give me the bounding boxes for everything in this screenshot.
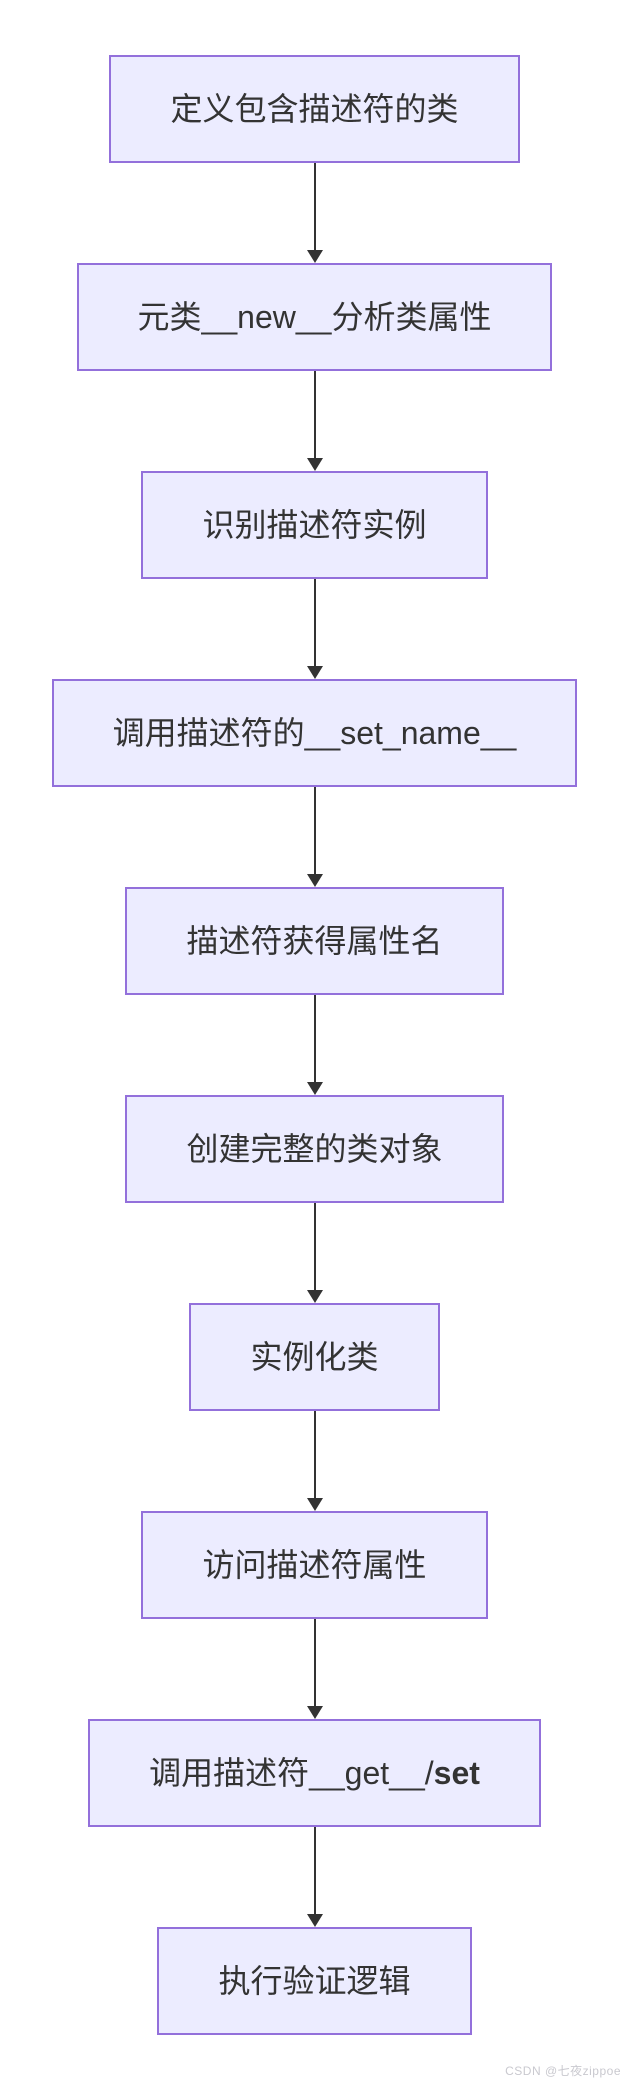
arrow-line: [313, 787, 316, 874]
flowchart: 定义包含描述符的类 元类__new__分析类属性 识别描述符实例 调用描述符的_…: [0, 55, 629, 2035]
arrowhead-icon: [306, 250, 323, 263]
node-call-set-name: 调用描述符的__set_name__: [51, 679, 578, 787]
node-label: 执行验证逻辑: [218, 1963, 411, 1999]
flow-arrow: [305, 1619, 325, 1719]
arrowhead-icon: [306, 874, 323, 887]
arrow-line: [313, 1827, 316, 1914]
node-label: 定义包含描述符的类: [170, 91, 459, 127]
node-execute-validation: 执行验证逻辑: [157, 1927, 472, 2035]
node-descriptor-gets-attr-name: 描述符获得属性名: [125, 887, 504, 995]
arrowhead-icon: [306, 1082, 323, 1095]
arrowhead-icon: [306, 1706, 323, 1719]
arrow-line: [313, 371, 316, 458]
watermark: CSDN @七夜zippoe: [505, 2064, 621, 2078]
arrow-line: [313, 1619, 316, 1706]
node-label: 访问描述符属性: [202, 1547, 427, 1583]
flow-arrow: [305, 163, 325, 263]
arrowhead-icon: [306, 666, 323, 679]
node-define-descriptor-class: 定义包含描述符的类: [109, 55, 520, 163]
arrow-line: [313, 163, 316, 250]
node-label: 创建完整的类对象: [186, 1131, 443, 1167]
node-access-descriptor-attr: 访问描述符属性: [141, 1511, 488, 1619]
arrow-line: [313, 995, 316, 1082]
flow-arrow: [305, 1203, 325, 1303]
flow-arrow: [305, 371, 325, 471]
node-label: 实例化类: [250, 1339, 379, 1375]
node-metaclass-new-analyze: 元类__new__分析类属性: [76, 263, 553, 371]
node-label-prefix: 调用描述符__get__/: [149, 1755, 434, 1791]
arrowhead-icon: [306, 1290, 323, 1303]
node-identify-descriptor-instances: 识别描述符实例: [141, 471, 488, 579]
node-instantiate-class: 实例化类: [189, 1303, 440, 1411]
node-call-get-set: 调用描述符__get__/set: [88, 1719, 541, 1827]
node-label: 元类__new__分析类属性: [137, 299, 492, 335]
arrow-line: [313, 579, 316, 666]
node-label: 描述符获得属性名: [186, 923, 443, 959]
node-create-class-object: 创建完整的类对象: [125, 1095, 504, 1203]
flow-arrow: [305, 995, 325, 1095]
node-label: 调用描述符的__set_name__: [112, 715, 517, 751]
arrowhead-icon: [306, 1914, 323, 1927]
flow-arrow: [305, 579, 325, 679]
node-label: 识别描述符实例: [202, 507, 427, 543]
arrowhead-icon: [306, 458, 323, 471]
flow-arrow: [305, 787, 325, 887]
flow-arrow: [305, 1827, 325, 1927]
arrow-line: [313, 1411, 316, 1498]
arrowhead-icon: [306, 1498, 323, 1511]
arrow-line: [313, 1203, 316, 1290]
node-label-bold: set: [433, 1755, 480, 1791]
flow-arrow: [305, 1411, 325, 1511]
